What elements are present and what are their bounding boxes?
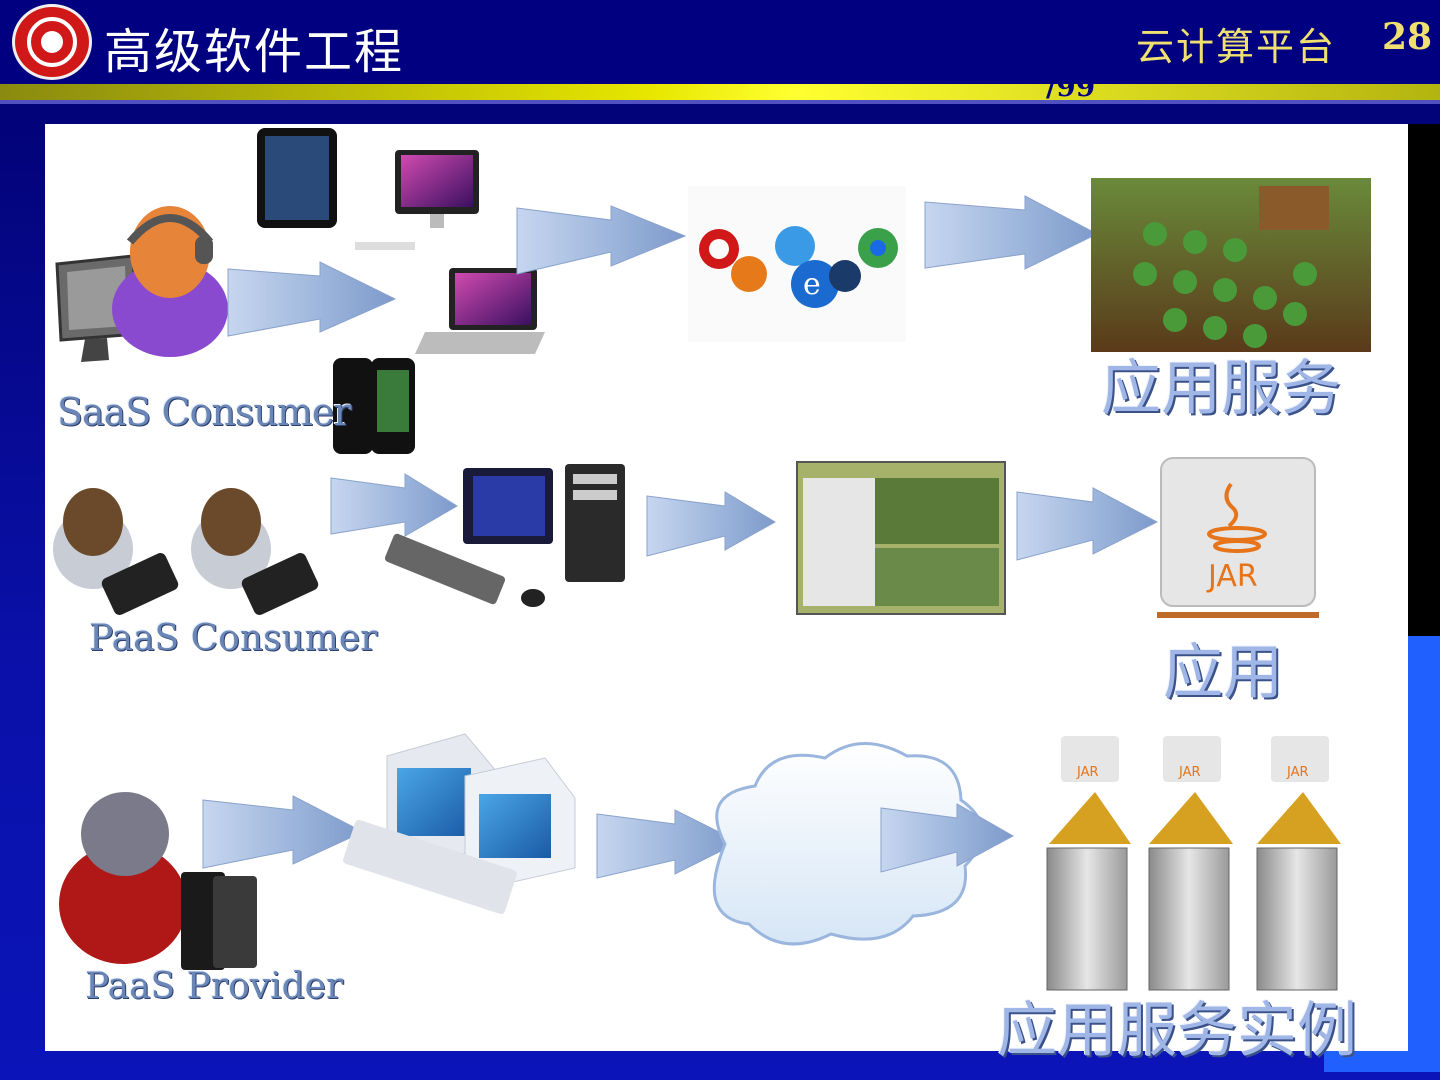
paas-provider-label: PaaS Provider <box>85 966 343 1007</box>
jar-file-icon <box>1157 458 1319 618</box>
header-divider <box>0 84 1440 100</box>
page-total: /99 <box>1046 70 1095 103</box>
ipad-icon <box>257 128 337 228</box>
jar-label: JAR <box>1206 559 1258 594</box>
diagram-canvas: e <box>45 124 1408 1051</box>
paas-consumer-result-label: 应用 <box>1163 624 1283 711</box>
slide-header: 高级软件工程 云计算平台 28 <box>0 0 1440 84</box>
ide-screenshot <box>797 462 1005 614</box>
paas-provider-result-label: 应用服务实例 <box>997 982 1357 1069</box>
course-title: 高级软件工程 <box>104 12 404 82</box>
browser-icons: e <box>688 186 906 342</box>
jar-label-2: JAR <box>1178 765 1201 780</box>
jar-label-3: JAR <box>1286 765 1309 780</box>
jar-label-1: JAR <box>1076 765 1099 780</box>
header-divider-shadow <box>0 100 1440 104</box>
arrow-3a <box>203 796 363 868</box>
saas-consumer-figure <box>57 206 228 362</box>
arrow-1b <box>517 206 685 274</box>
slide-topic: 云计算平台 <box>1136 16 1336 71</box>
diagram-svg: e <box>45 124 1408 1051</box>
arrow-1c <box>925 196 1097 269</box>
saas-consumer-label: SaaS Consumer <box>57 390 351 434</box>
svg-text:e: e <box>803 267 821 302</box>
paas-consumer-label: PaaS Consumer <box>89 618 377 659</box>
university-logo <box>12 4 92 80</box>
paas-consumer-figures <box>53 488 320 617</box>
farm-game-screenshot <box>1091 178 1371 352</box>
arrow-2a <box>331 474 457 536</box>
arrow-2c <box>1017 488 1157 560</box>
arrow-1a <box>228 262 395 336</box>
workstation-icon <box>342 734 575 915</box>
imac-icon <box>355 150 479 250</box>
macbook-icon <box>415 268 545 354</box>
arrow-2b <box>647 492 775 556</box>
saas-result-label: 应用服务 <box>1101 340 1341 427</box>
page-number: 28 <box>1382 16 1432 58</box>
